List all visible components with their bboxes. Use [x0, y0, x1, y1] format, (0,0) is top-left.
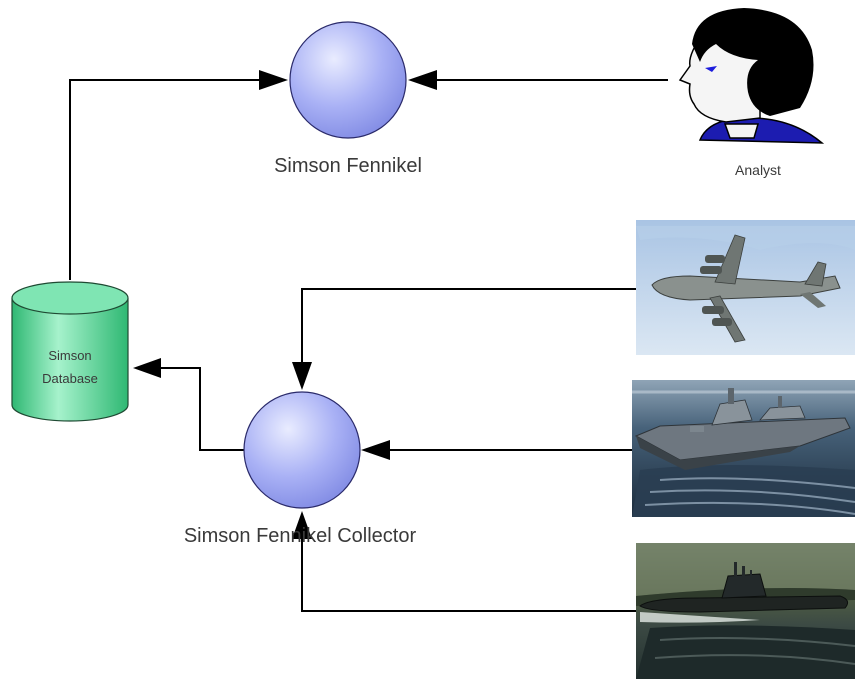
analyst-label: Analyst	[735, 162, 781, 178]
arrowhead-into-collector-top	[292, 362, 312, 390]
fennikel-label: Simson Fennikel	[274, 155, 422, 177]
submarine-photo	[636, 543, 855, 679]
collector-label: Simson Fennikel Collector	[184, 525, 417, 547]
aircraft-photo	[636, 220, 855, 355]
database-cylinder: Simson Database	[11, 281, 129, 422]
arrowhead-into-fennikel-right	[408, 70, 437, 90]
process-simson-fennikel-collector: Simson Fennikel Collector	[184, 391, 417, 547]
database-label-line1: Simson	[48, 348, 91, 363]
database-label-line2: Database	[42, 371, 98, 386]
arrowhead-into-database	[133, 358, 161, 378]
arrowhead-into-collector-bottom	[292, 511, 312, 539]
analyst-icon	[678, 8, 825, 144]
connector-aircraft-to-collector	[301, 288, 636, 365]
arrowhead-into-fennikel-left	[259, 70, 288, 90]
connector-database-to-fennikel	[69, 79, 262, 280]
process-simson-fennikel: Simson Fennikel	[274, 21, 422, 177]
warship-photo	[632, 380, 855, 517]
connector-collector-to-database	[160, 367, 244, 451]
arrowhead-into-collector-right	[361, 440, 390, 460]
analyst-figure: Analyst	[678, 8, 825, 178]
connector-submarine-to-collector	[301, 538, 636, 612]
